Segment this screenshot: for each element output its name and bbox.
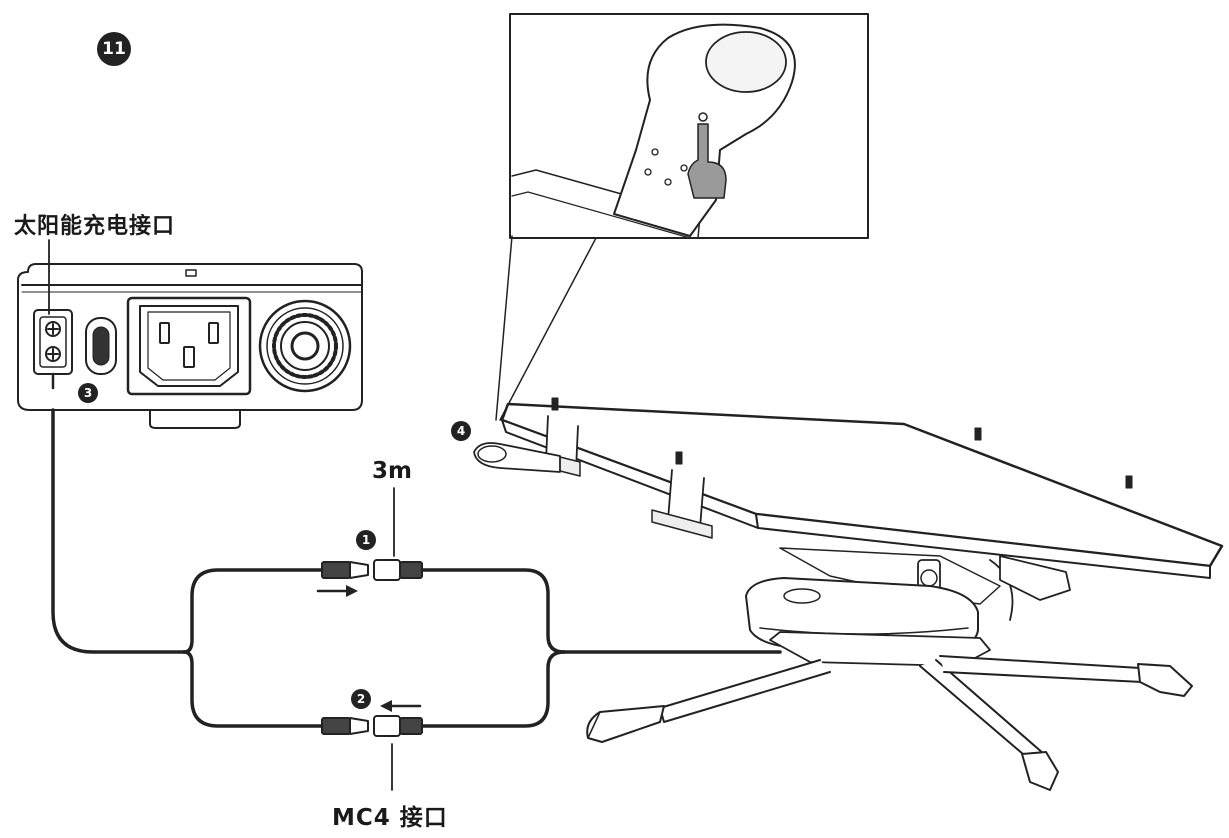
solar-panel (473, 397, 1224, 579)
tripod-legs (586, 655, 1193, 791)
callout-badge-3: 3 (78, 383, 98, 403)
callout-badge-4: 4 (451, 421, 471, 441)
solar-charging-port (33, 309, 73, 390)
ac-inlet (126, 296, 252, 396)
cable-length-label: 3m (372, 458, 412, 484)
round-connector (258, 299, 352, 393)
mc4-connector-top (321, 559, 423, 581)
detail-inset (495, 13, 869, 421)
power-switch (85, 317, 117, 375)
mc4-connector-bottom (321, 715, 423, 737)
connection-cable (51, 408, 782, 728)
callout-badge-2: 2 (351, 689, 371, 709)
arrow-left-icon (380, 700, 422, 712)
dish-mount (745, 547, 1071, 667)
mc4-port-label: MC4 接口 (332, 805, 448, 831)
arrow-right-icon (316, 585, 358, 597)
solar-port-label: 太阳能充电接口 (14, 214, 176, 239)
step-number-badge: 11 (97, 32, 131, 66)
callout-badge-1: 1 (356, 530, 376, 550)
power-station-panel (17, 263, 363, 429)
